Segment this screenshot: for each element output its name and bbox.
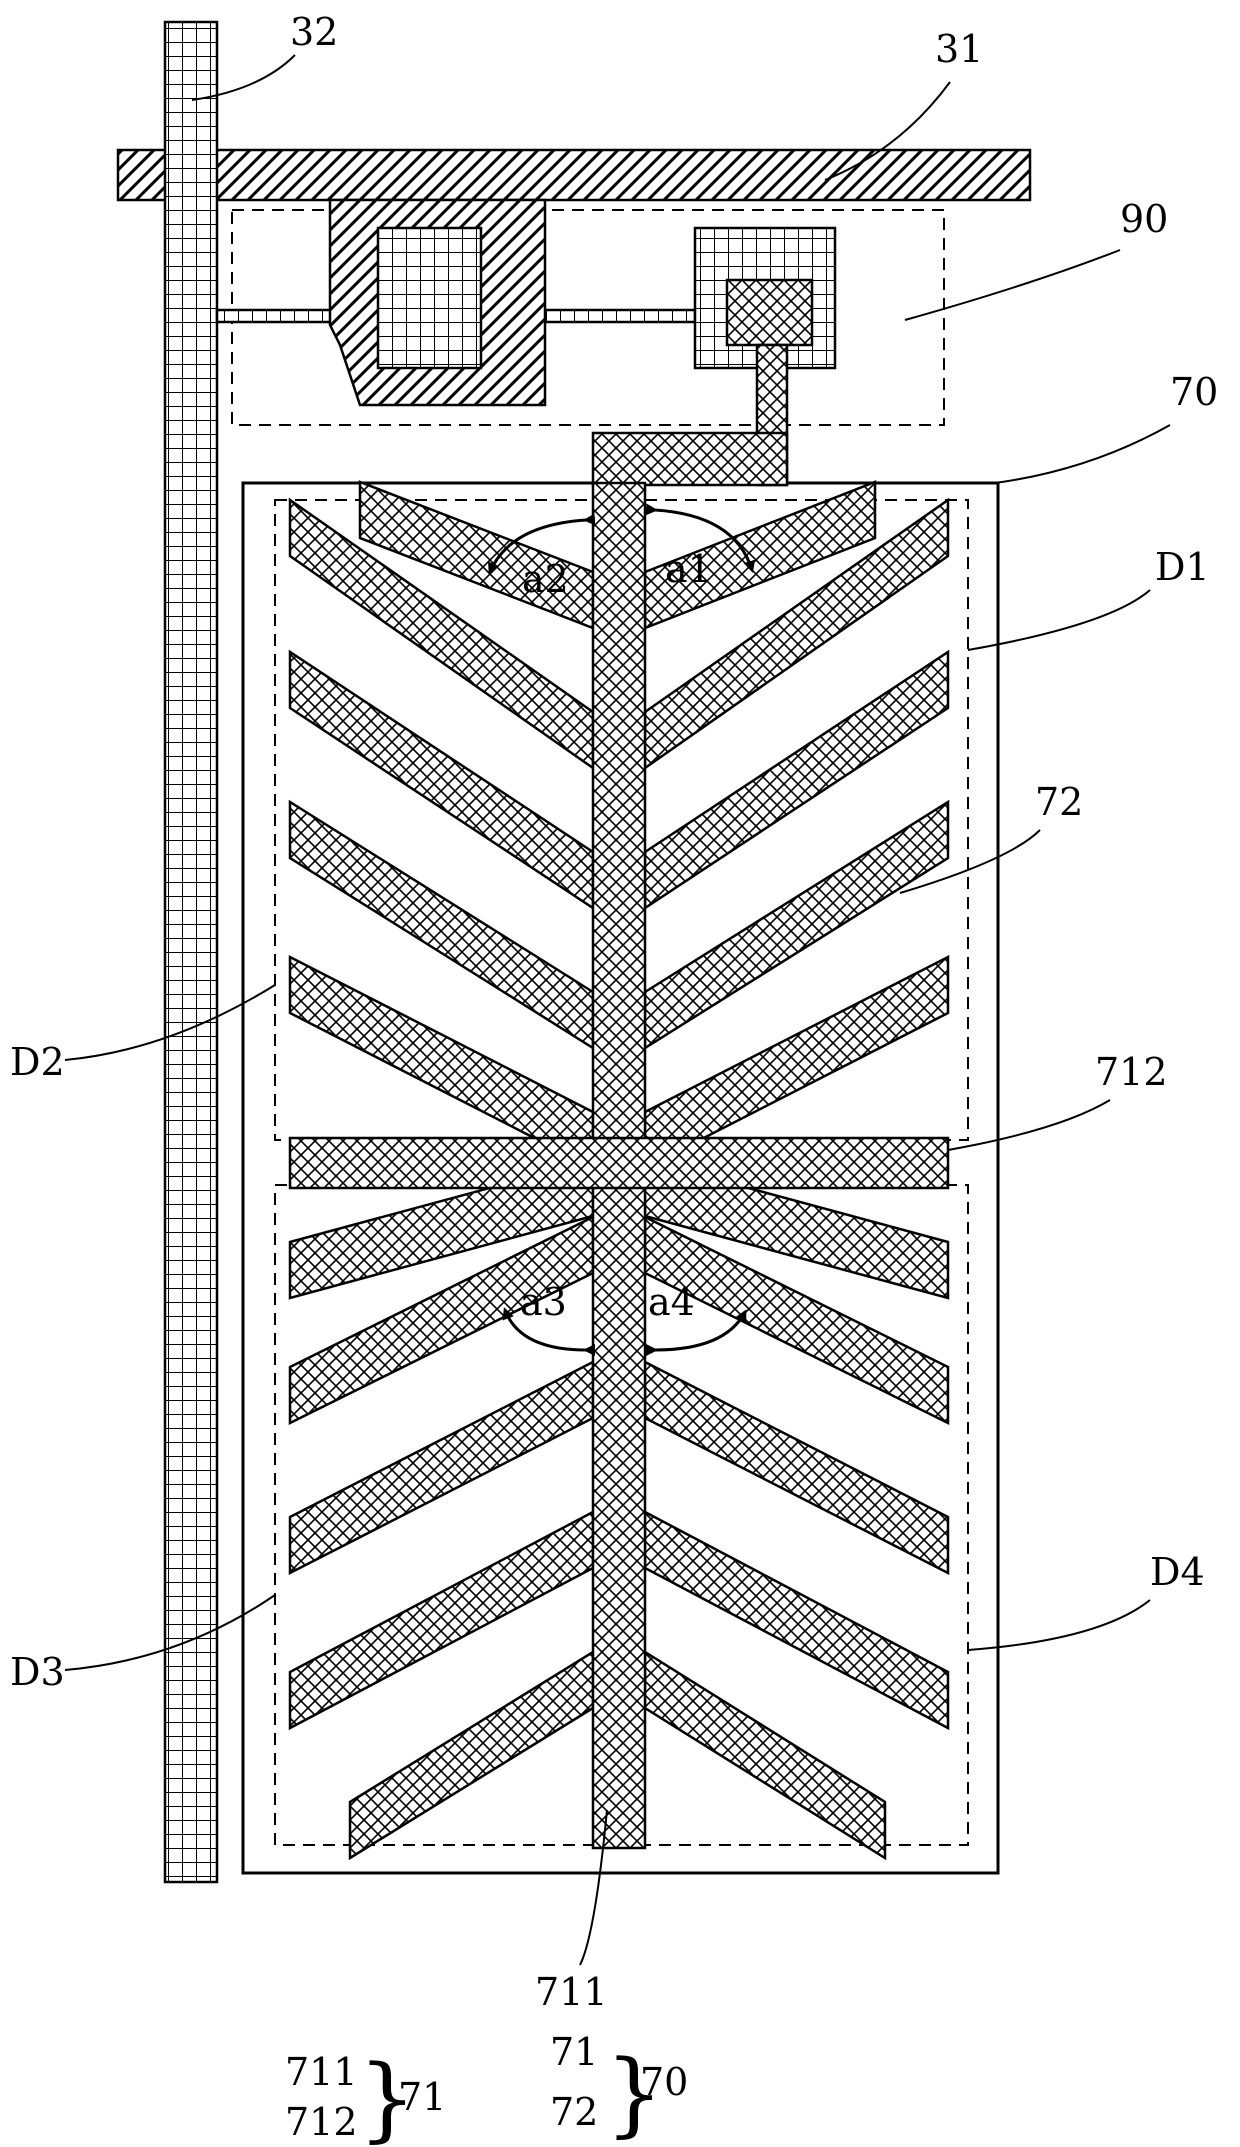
label-a3: a3: [520, 1280, 567, 1324]
leader-70: [995, 425, 1170, 483]
tft-active-layer: [378, 228, 481, 368]
data-line: [165, 22, 217, 1882]
branch-electrode: [350, 1652, 593, 1858]
leader-712: [948, 1100, 1110, 1150]
legend-71-total: 71: [398, 2075, 446, 2119]
label-d3: D3: [10, 1650, 65, 1694]
label-90: 90: [1120, 197, 1168, 241]
horizontal-trunk: [290, 1138, 948, 1188]
leader-d4: [968, 1600, 1150, 1650]
legend-711: 711: [285, 2050, 358, 2094]
label-d1: D1: [1155, 545, 1210, 589]
label-70: 70: [1170, 370, 1218, 414]
label-72: 72: [1035, 780, 1083, 824]
legend-71: 71: [550, 2030, 598, 2074]
legend-712: 712: [285, 2100, 358, 2144]
gate-line: [118, 150, 1030, 200]
label-712: 712: [1095, 1050, 1168, 1094]
leader-90: [905, 250, 1120, 320]
label-a2: a2: [522, 557, 569, 601]
label-31: 31: [935, 27, 983, 71]
label-a4: a4: [648, 1280, 695, 1324]
label-711: 711: [535, 1970, 608, 2014]
legend-72: 72: [550, 2090, 598, 2134]
via-contact: [727, 280, 812, 345]
label-32: 32: [290, 10, 338, 54]
label-d2: D2: [10, 1040, 65, 1084]
electrode-connector-horizontal: [593, 433, 787, 485]
label-a1: a1: [665, 547, 712, 591]
legend-70-total: 70: [640, 2060, 688, 2104]
branch-electrode: [645, 1652, 885, 1858]
label-d4: D4: [1150, 1550, 1205, 1594]
leader-d1: [968, 590, 1150, 650]
